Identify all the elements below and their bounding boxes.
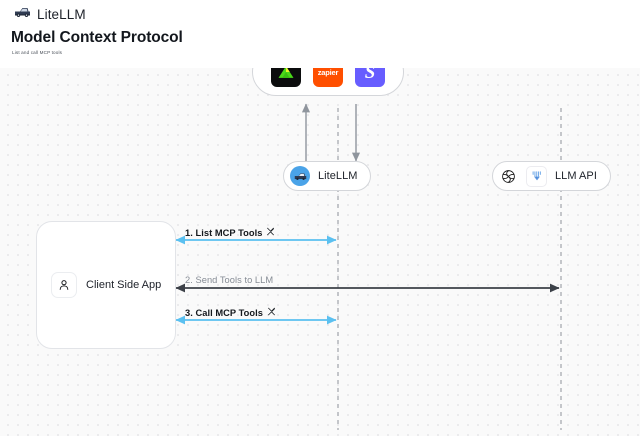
zapier-wordmark: zapier bbox=[317, 68, 339, 77]
title-block: Model Context Protocol List and call MCP… bbox=[11, 29, 183, 56]
openai-icon bbox=[499, 167, 518, 186]
page-title: Model Context Protocol bbox=[11, 29, 183, 46]
stripe-s-glyph: S bbox=[364, 68, 376, 83]
litellm-avatar-icon bbox=[290, 166, 310, 186]
diagram-canvas[interactable]: MCP Tools zapier S bbox=[0, 68, 640, 436]
app-header: LiteLLM bbox=[0, 0, 640, 28]
client-side-app-label: Client Side App bbox=[86, 279, 162, 291]
client-side-app-node[interactable]: Client Side App bbox=[36, 221, 176, 349]
message-label-3-text: 3. Call MCP Tools bbox=[185, 307, 263, 318]
brand[interactable]: LiteLLM bbox=[14, 5, 86, 23]
message-label-1-text: 1. List MCP Tools bbox=[185, 227, 263, 238]
message-label-2: 2. Send Tools to LLM bbox=[185, 275, 273, 285]
llm-api-node-label: LLM API bbox=[555, 170, 597, 182]
message-label-3: 3. Call MCP Tools bbox=[185, 307, 276, 318]
person-icon bbox=[51, 272, 77, 298]
message-label-2-text: 2. Send Tools to LLM bbox=[185, 275, 274, 285]
mcp-tools-box[interactable]: zapier S bbox=[252, 68, 404, 96]
zapier-tool-icon[interactable]: zapier bbox=[313, 68, 343, 87]
litellm-node[interactable]: LiteLLM bbox=[283, 161, 372, 191]
stripe-tool-icon[interactable]: S bbox=[355, 68, 385, 87]
triangle-tool-icon[interactable] bbox=[271, 68, 301, 87]
page-subtitle: List and call MCP tools bbox=[12, 50, 63, 55]
llm-api-node[interactable]: LLM API bbox=[492, 161, 611, 191]
wrench-icon bbox=[266, 227, 275, 238]
litellm-truck-icon bbox=[14, 5, 31, 23]
wrench-icon bbox=[267, 307, 276, 318]
message-label-1: 1. List MCP Tools bbox=[185, 227, 275, 238]
mcp-tools-group[interactable]: MCP Tools zapier S bbox=[252, 68, 404, 96]
litellm-node-label: LiteLLM bbox=[318, 170, 358, 182]
anthropic-icon bbox=[526, 165, 547, 187]
green-triangle-icon bbox=[278, 68, 294, 78]
brand-name: LiteLLM bbox=[37, 6, 86, 22]
